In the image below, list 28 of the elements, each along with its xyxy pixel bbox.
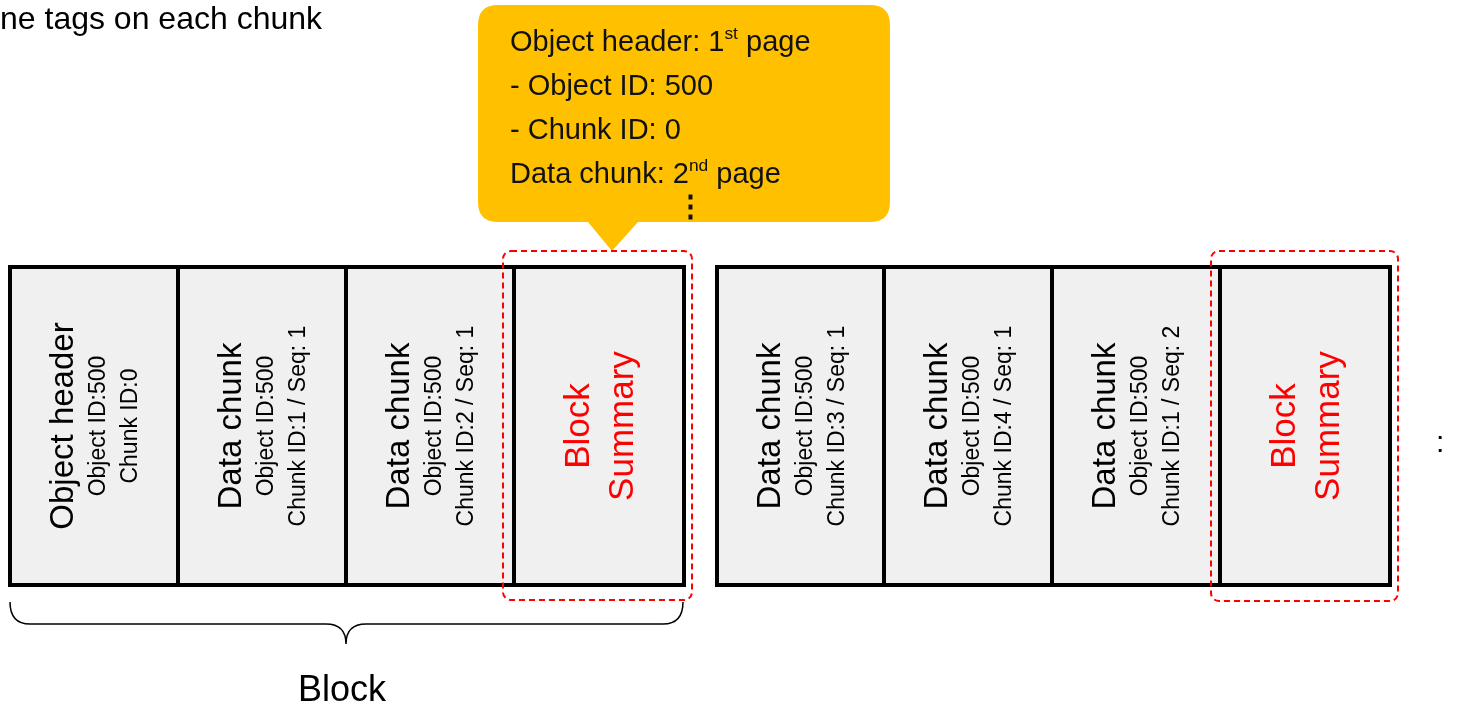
continuation-dots: : bbox=[1436, 425, 1445, 460]
callout-text: Data chunk: 2$^{nd}$ page bbox=[510, 153, 781, 191]
chunk-tag: Object ID:500 bbox=[955, 355, 987, 497]
chunk-tag: Chunk ID:3 / Seq: 1 bbox=[819, 325, 852, 527]
summary-title: Block Summary bbox=[1262, 351, 1347, 501]
chunk-tag: Chunk ID:0 bbox=[113, 368, 145, 484]
callout-text: - Chunk ID: 0 bbox=[510, 112, 681, 147]
speech-bubble bbox=[478, 5, 890, 253]
chunk-tag: Chunk ID:1 / Seq: 2 bbox=[1155, 325, 1187, 527]
chunk-title: Data chunk bbox=[749, 342, 788, 510]
chunk-title: Object header bbox=[43, 322, 81, 530]
callout-text: Object header: 1$^{st}$ page bbox=[510, 21, 811, 59]
chunk-tag: Chunk ID:1 / Seq: 1 bbox=[281, 325, 313, 527]
chunk-tag: Object ID:500 bbox=[249, 355, 281, 497]
chunk-tag: Object ID:500 bbox=[1123, 355, 1155, 497]
chunk-tag: Chunk ID:4 / Seq: 1 bbox=[987, 325, 1019, 527]
chunk-title: Data chunk bbox=[379, 342, 417, 510]
chunk-tag: Chunk ID:2 / Seq: 1 bbox=[449, 325, 481, 527]
chunk-title: Data chunk bbox=[1085, 342, 1123, 510]
callout-text: - Object ID: 500 bbox=[510, 68, 714, 103]
summary-title: Block Summary bbox=[556, 351, 641, 501]
chunk-title: Data chunk bbox=[917, 342, 955, 510]
brace-label: Block bbox=[298, 668, 387, 707]
heading-text: ne tags on each chunk bbox=[0, 0, 322, 37]
chunk-tag: Object ID:500 bbox=[81, 355, 113, 497]
chunk-title: Data chunk bbox=[211, 342, 249, 510]
chunk-tag: Object ID:500 bbox=[417, 355, 449, 497]
chunk-tag: Object ID:500 bbox=[787, 355, 820, 497]
